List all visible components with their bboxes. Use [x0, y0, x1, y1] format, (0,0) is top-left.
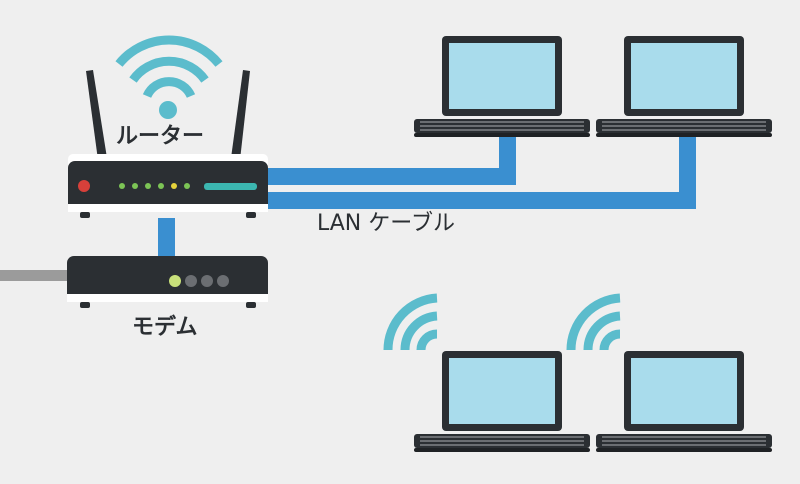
wifi-signal-icon	[115, 35, 223, 99]
router-led-3	[145, 183, 151, 189]
modem-bottom-lip	[67, 294, 268, 302]
modem-icon	[67, 256, 268, 308]
router-label: ルーター	[116, 124, 205, 149]
router-body	[68, 161, 268, 212]
wifi-arc-icon	[383, 293, 438, 351]
modem-label: モデム	[132, 315, 198, 340]
router-antenna-left	[86, 70, 107, 160]
router-foot-left	[80, 212, 90, 218]
modem-led-4	[217, 275, 229, 287]
wan-cable	[0, 270, 72, 281]
lan-cable-top-horizontal	[268, 168, 516, 185]
router-status-bar	[204, 183, 257, 190]
modem-foot-right	[246, 302, 256, 308]
lan-cable-label: LAN ケーブル	[317, 211, 455, 236]
laptop-icon	[596, 36, 772, 137]
router-led-2	[132, 183, 138, 189]
wifi-arc-icon	[566, 293, 621, 351]
router-icon	[68, 70, 268, 218]
router-bottom-lip	[68, 204, 268, 212]
router-power-led	[78, 180, 90, 192]
modem-body	[67, 256, 268, 302]
laptop-icon	[414, 351, 590, 452]
modem-foot-left	[80, 302, 90, 308]
laptop-icon	[414, 36, 590, 137]
wifi-dot	[159, 101, 177, 119]
modem-led-3	[201, 275, 213, 287]
modem-led-1	[169, 275, 181, 287]
router-led-1	[119, 183, 125, 189]
modem-led-2	[185, 275, 197, 287]
laptop-icon	[596, 351, 772, 452]
lan-cable-bottom-horizontal	[268, 192, 696, 209]
lan-cable-top-vertical	[499, 133, 516, 185]
lan-cable-bottom-vertical	[679, 133, 696, 209]
router-antenna-right	[231, 70, 250, 160]
lan-cable-router-modem	[158, 218, 175, 260]
router-foot-right	[246, 212, 256, 218]
router-led-6	[184, 183, 190, 189]
router-led-5	[171, 183, 177, 189]
router-led-4	[158, 183, 164, 189]
lan-cables	[158, 133, 696, 260]
